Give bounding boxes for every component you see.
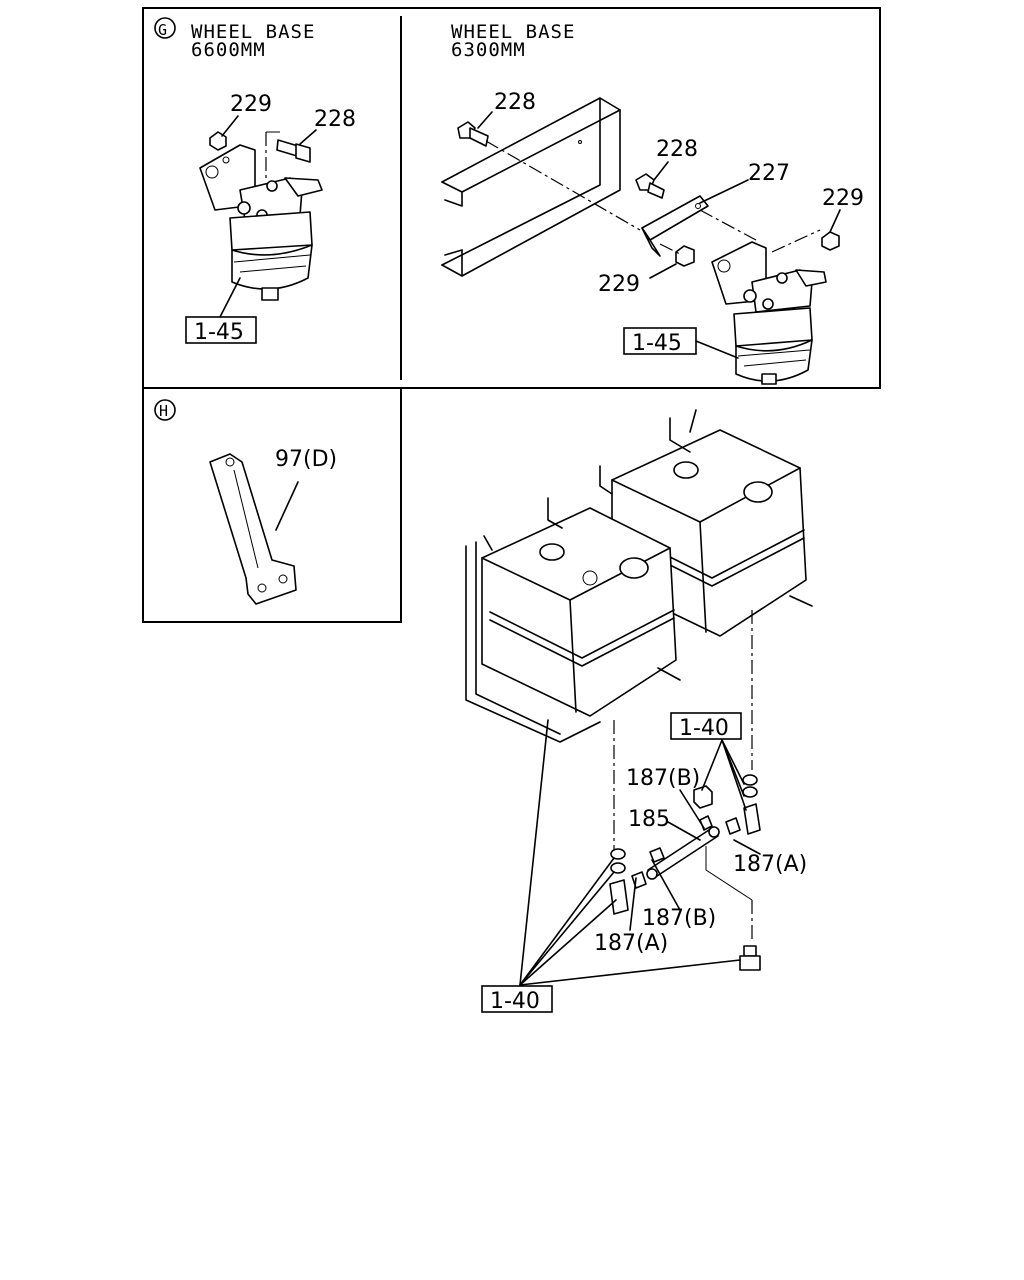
bracket-227-icon	[641, 195, 709, 257]
label-bracket-227: 227	[748, 161, 790, 186]
ref-box-1-45-g[interactable]	[185, 316, 257, 344]
bushing-top-icon	[693, 785, 713, 809]
frame-rail	[441, 97, 621, 277]
label-connector-187a-left: 187(A)	[594, 931, 668, 956]
label-nut-229-right: 229	[822, 186, 864, 211]
panel-frame-top	[142, 7, 881, 389]
drain-fitting-icon	[739, 945, 761, 971]
label-nut-229-g: 229	[230, 92, 272, 117]
ref-box-1-40-top[interactable]	[670, 712, 742, 740]
panel-frame-h	[142, 387, 402, 623]
label-ref-1-40-bottom: 1-40	[490, 989, 540, 1014]
label-ref-1-45-right: 1-45	[632, 331, 682, 356]
label-pipe-185: 185	[628, 807, 670, 832]
nut-right-icon	[821, 231, 840, 251]
label-nut-229-low: 229	[598, 272, 640, 297]
panel-h-marker: H	[159, 402, 169, 420]
fuel-tank-front	[465, 497, 681, 743]
fuel-filter-assembly-right	[711, 241, 827, 385]
ref-box-1-40-bottom[interactable]	[481, 985, 553, 1013]
label-connector-187a-right: 187(A)	[733, 852, 807, 877]
panel-right-title-2: 6300MM	[451, 39, 526, 61]
panel-right-title-1: WHEEL BASE	[451, 21, 575, 43]
label-bracket-97d: 97(D)	[275, 447, 337, 472]
panel-g: G WHEEL BASE 6600MM 22	[154, 17, 356, 345]
panel-h: H 97(D)	[154, 399, 337, 605]
bracket-97d-icon	[209, 453, 297, 605]
fuel-filter-assembly-g	[199, 144, 323, 301]
ref-box-1-45-right[interactable]	[623, 327, 697, 355]
label-bushing-187b-top: 187(B)	[626, 766, 700, 791]
panel-g-title-2: 6600MM	[191, 39, 266, 61]
connector-left-icon	[609, 848, 647, 915]
panel-g-marker-circle	[154, 17, 176, 39]
bolt-icon	[276, 139, 311, 163]
label-ref-1-40-top: 1-40	[679, 716, 729, 741]
panel-g-marker: G	[158, 21, 168, 39]
connector-right-icon	[725, 774, 761, 835]
panel-right-top: WHEEL BASE 6300MM 228 228	[441, 21, 864, 385]
label-bolt-228-top: 228	[494, 90, 536, 115]
panel-g-title-1: WHEEL BASE	[191, 21, 315, 43]
label-ref-1-45-g: 1-45	[194, 320, 244, 345]
bolt-mid-icon	[635, 173, 665, 199]
panel-h-marker-circle	[154, 399, 176, 421]
fuel-piping	[519, 610, 761, 986]
label-bushing-187b-bottom: 187(B)	[642, 906, 716, 931]
fuel-tanks-assembly	[465, 409, 813, 743]
label-bolt-228-g: 228	[314, 107, 356, 132]
nut-low-icon	[675, 245, 695, 267]
bolt-top-icon	[457, 121, 489, 147]
label-bolt-228-mid: 228	[656, 137, 698, 162]
